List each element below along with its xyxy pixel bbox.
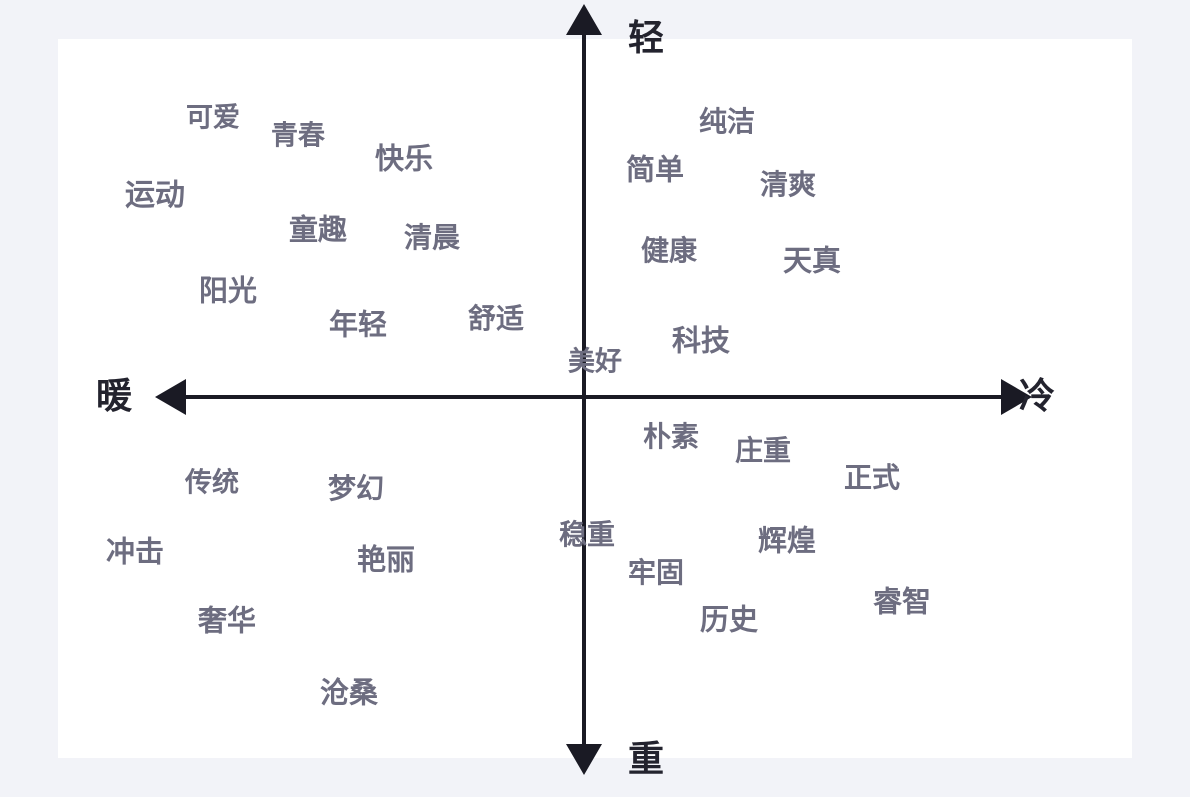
keyword-term: 青春 <box>271 120 325 151</box>
keyword-term: 纯洁 <box>698 106 756 137</box>
keyword-term: 美好 <box>568 346 622 377</box>
keyword-term: 舒适 <box>467 303 525 334</box>
keyword-term: 传统 <box>185 467 239 498</box>
keyword-term: 梦幻 <box>327 473 385 504</box>
keyword-term: 清爽 <box>759 169 817 200</box>
keyword-term: 牢固 <box>627 557 685 588</box>
keyword-term: 稳重 <box>558 519 616 550</box>
horizontal-axis-line <box>175 395 1005 399</box>
keyword-term: 历史 <box>699 604 759 637</box>
arrow-up-icon <box>566 4 602 35</box>
keyword-term: 朴素 <box>642 421 700 452</box>
keyword-term: 沧桑 <box>319 677 379 710</box>
arrow-left-icon <box>155 379 186 415</box>
keyword-term: 运动 <box>125 179 185 212</box>
keyword-term: 健康 <box>640 235 698 266</box>
keyword-term: 庄重 <box>734 435 792 466</box>
keyword-term: 正式 <box>843 462 901 493</box>
vertical-axis-line <box>582 22 586 750</box>
arrow-right-icon <box>1001 379 1032 415</box>
keyword-term: 阳光 <box>198 275 258 308</box>
keyword-term: 冲击 <box>105 536 165 569</box>
keyword-term: 简单 <box>625 154 685 187</box>
axis-label-left: 暖 <box>96 375 133 416</box>
keyword-term: 辉煌 <box>757 525 817 558</box>
keyword-term: 清晨 <box>403 222 461 253</box>
axis-label-bottom: 重 <box>628 738 665 779</box>
keyword-term: 艳丽 <box>356 544 416 577</box>
keyword-term: 年轻 <box>328 309 388 342</box>
keyword-term: 天真 <box>782 245 842 278</box>
arrow-down-icon <box>566 744 602 775</box>
keyword-term: 快乐 <box>374 143 434 176</box>
keyword-term: 可爱 <box>186 102 240 133</box>
axis-label-right: 冷 <box>1019 375 1056 416</box>
axis-label-top: 轻 <box>628 17 665 58</box>
keyword-term: 科技 <box>671 325 731 358</box>
keyword-term: 童趣 <box>288 214 348 247</box>
keyword-term: 睿智 <box>872 586 932 619</box>
keyword-term: 奢华 <box>197 605 257 638</box>
